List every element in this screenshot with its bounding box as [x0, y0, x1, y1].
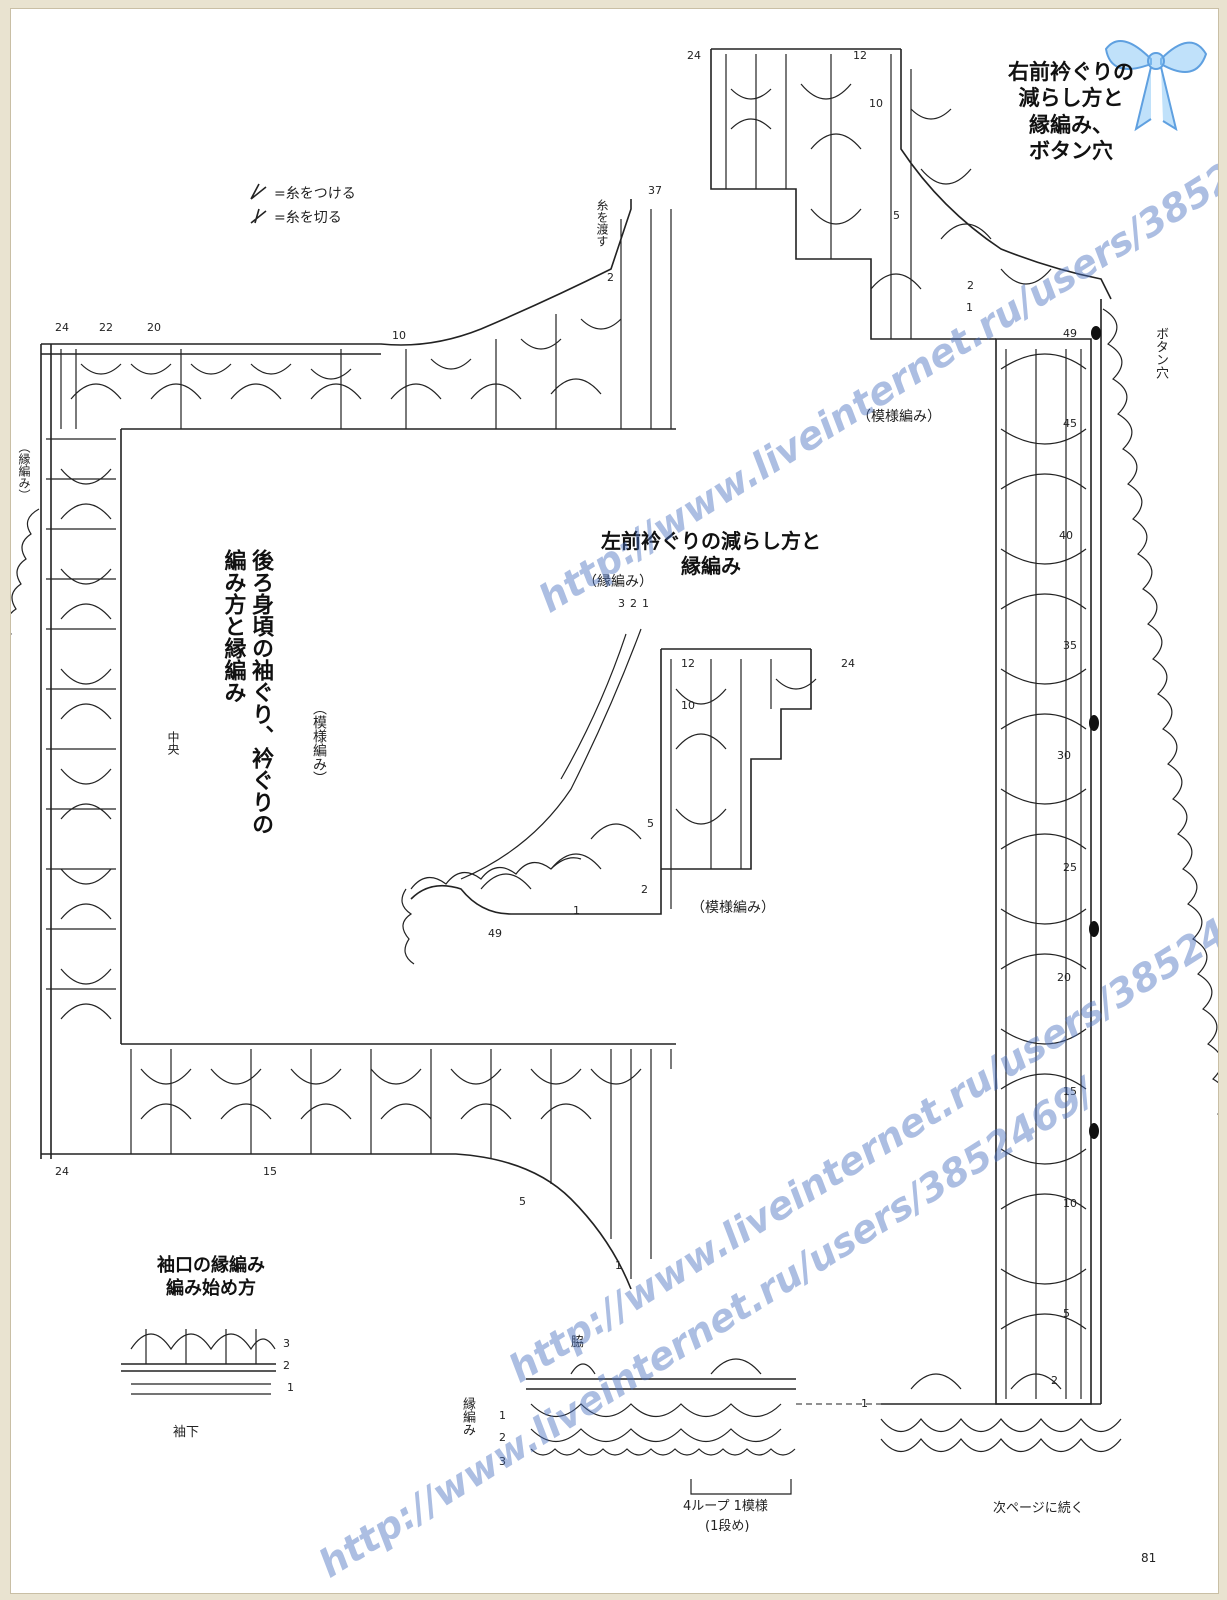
label-center: 中央: [166, 731, 180, 755]
row-number: 10: [392, 329, 406, 342]
label-edging-back: （縁編み）: [17, 441, 31, 501]
row-number: 5: [893, 209, 900, 222]
row-number: 1: [499, 1409, 506, 1422]
row-number: 2: [499, 1431, 506, 1444]
row-number: 49: [1063, 327, 1077, 340]
row-number: 20: [1057, 971, 1071, 984]
row-number: 3: [618, 597, 625, 610]
row-number: 15: [1063, 1085, 1077, 1098]
label-pattern-right: （模様編み）: [857, 409, 941, 425]
row-number: 1: [966, 301, 973, 314]
row-number: 12: [853, 49, 867, 62]
row-number: 22: [99, 321, 113, 334]
title-cuff: 袖口の縁編み 編み始め方: [157, 1255, 265, 1299]
row-number: 1: [861, 1397, 868, 1410]
legend-cut: =糸を切る: [274, 210, 342, 226]
row-number: 10: [681, 699, 695, 712]
diagram-page: =糸をつける =糸を切る 右前衿ぐりの 減らし方と 縁編み、 ボタン穴 左前衿ぐ…: [10, 8, 1219, 1594]
label-edging-bottom: 縁編み: [460, 1397, 475, 1436]
row-number: 24: [841, 657, 855, 670]
label-loop-pattern: 4ループ 1模様: [683, 1499, 768, 1514]
title-back-body: 後ろ身頃の袖ぐり、衿ぐりの 編み方と縁編み: [220, 549, 274, 835]
row-number: 5: [647, 817, 654, 830]
row-number: 2: [630, 597, 637, 610]
row-number: 25: [1063, 861, 1077, 874]
row-number: 15: [263, 1165, 277, 1178]
page-number: 81: [1141, 1551, 1157, 1565]
title-right-front: 右前衿ぐりの 減らし方と 縁編み、 ボタン穴: [1008, 60, 1134, 163]
row-number: 12: [681, 657, 695, 670]
row-number: 37: [648, 184, 662, 197]
row-number: 30: [1057, 749, 1071, 762]
row-number: 2: [967, 279, 974, 292]
row-number: 45: [1063, 417, 1077, 430]
crochet-chart-drawing: [11, 40, 1218, 1495]
label-continued: 次ページに続く: [993, 1501, 1084, 1516]
row-number: 24: [55, 1165, 69, 1178]
row-number: 2: [641, 883, 648, 896]
label-side: 脇: [571, 1335, 585, 1350]
label-pass-yarn: 糸を渡す: [595, 199, 609, 247]
row-number: 20: [147, 321, 161, 334]
row-number: 5: [519, 1195, 526, 1208]
title-left-front: 左前衿ぐりの減らし方と 縁編み: [601, 529, 821, 578]
row-number: 10: [1063, 1197, 1077, 1210]
row-number: 40: [1059, 529, 1073, 542]
label-pattern-left: （模様編み）: [691, 900, 775, 916]
row-number: 10: [869, 97, 883, 110]
row-number: 1: [615, 1259, 622, 1272]
row-number: 1: [287, 1381, 294, 1394]
label-edging-left: （縁編み）: [583, 574, 653, 590]
label-pattern-back: （模様編み）: [311, 701, 327, 785]
row-number: 24: [55, 321, 69, 334]
row-number: 5: [1063, 1307, 1070, 1320]
row-number: 35: [1063, 639, 1077, 652]
label-under-sleeve: 袖下: [173, 1425, 200, 1440]
label-button-hole: ボタン穴: [1153, 327, 1168, 379]
label-first-row: (1段め): [705, 1519, 750, 1534]
row-number: 49: [488, 927, 502, 940]
legend-attach: =糸をつける: [274, 186, 356, 202]
row-number: 2: [283, 1359, 290, 1372]
row-number: 2: [1051, 1374, 1058, 1387]
button-holes: [1089, 326, 1101, 1139]
row-number: 1: [573, 904, 580, 917]
row-number: 1: [642, 597, 649, 610]
row-number: 2: [607, 271, 614, 284]
row-number: 3: [499, 1455, 506, 1468]
row-number: 24: [687, 49, 701, 62]
ribbon-bow-icon: [1104, 40, 1208, 132]
row-number: 3: [283, 1337, 290, 1350]
